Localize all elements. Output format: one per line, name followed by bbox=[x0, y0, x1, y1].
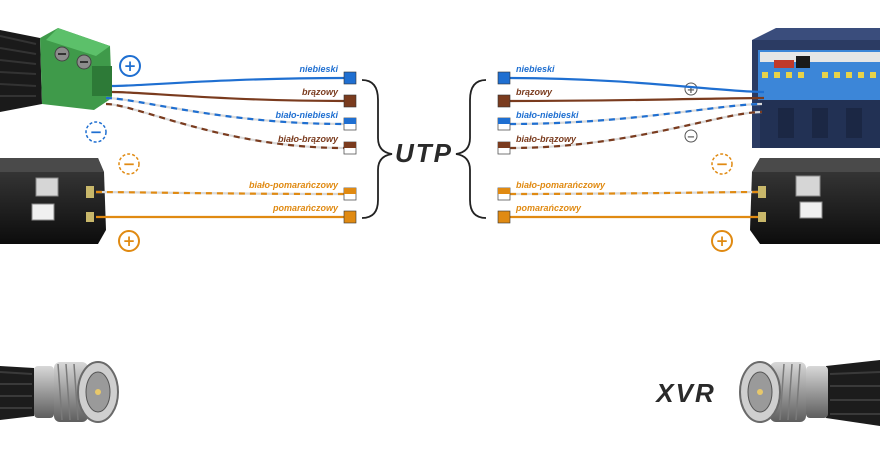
left-brace bbox=[361, 79, 393, 219]
right-wire-3: biało-brązowy bbox=[497, 110, 763, 155]
minus-symbol-right-balun: − bbox=[711, 153, 733, 175]
svg-text:+: + bbox=[687, 85, 695, 96]
left-wire-label-4: biało-pomarańczowy bbox=[249, 180, 339, 190]
left-wire-2: biało-niebieski bbox=[105, 96, 357, 131]
right-wire-terminal-4 bbox=[497, 187, 511, 201]
minus-symbol-left-balun: − bbox=[118, 153, 140, 175]
left-wire-terminal-1 bbox=[343, 94, 357, 108]
right-wires: niebieski brązowy biało-niebieski biało-brą… bbox=[497, 64, 765, 224]
left-wire-terminal-5 bbox=[343, 210, 357, 224]
bnc-connector-left bbox=[0, 361, 119, 423]
right-wire-label-4: biało-pomarańczowy bbox=[516, 180, 606, 190]
right-wire-label-2: biało-niebieski bbox=[516, 110, 579, 120]
left-wire-label-0: niebieski bbox=[299, 64, 338, 74]
left-wire-label-1: brązowy bbox=[302, 87, 339, 97]
left-wire-label-2: biało-niebieski bbox=[275, 110, 338, 120]
left-wire-terminal-2 bbox=[343, 117, 357, 131]
svg-text:−: − bbox=[90, 123, 103, 141]
right-wire-terminal-3 bbox=[497, 141, 511, 155]
xvr-label: XVR bbox=[654, 378, 715, 408]
right-wire-1: brązowy bbox=[497, 87, 765, 108]
svg-text:−: − bbox=[687, 132, 695, 143]
left-wire-terminal-0 bbox=[343, 71, 357, 85]
right-wire-0: niebieski bbox=[497, 64, 765, 94]
right-wire-label-5: pomarańczowy bbox=[515, 203, 582, 213]
svg-text:−: − bbox=[716, 155, 729, 173]
right-wire-terminal-0 bbox=[497, 71, 511, 85]
left-wire-3: biało-brązowy bbox=[105, 102, 357, 155]
right-wire-label-1: brązowy bbox=[516, 87, 553, 97]
left-wire-terminal-4 bbox=[343, 187, 357, 201]
right-wire-label-0: niebieski bbox=[516, 64, 555, 74]
svg-text:+: + bbox=[124, 57, 137, 75]
right-wire-5: pomarańczowy bbox=[497, 203, 758, 224]
left-wire-0: niebieski bbox=[111, 64, 357, 88]
left-wire-4: biało-pomarańczowy bbox=[95, 180, 357, 201]
left-wire-terminal-3 bbox=[343, 141, 357, 155]
left-wire-1: brązowy bbox=[111, 87, 357, 108]
svg-text:+: + bbox=[716, 232, 729, 250]
power-supply-box bbox=[752, 28, 880, 148]
right-wire-terminal-2 bbox=[497, 117, 511, 131]
right-wire-2: biało-niebieski bbox=[497, 102, 763, 131]
svg-text:+: + bbox=[123, 232, 136, 250]
right-wire-terminal-5 bbox=[497, 210, 511, 224]
right-brace bbox=[455, 79, 487, 219]
right-wire-4: biało-pomarańczowy bbox=[497, 180, 759, 201]
left-wire-label-3: biało-brązowy bbox=[278, 134, 339, 144]
utp-label: UTP bbox=[395, 138, 453, 168]
dc-plug-connector bbox=[0, 28, 112, 112]
left-wire-5: pomarańczowy bbox=[96, 203, 357, 224]
bnc-connector-right bbox=[739, 360, 880, 426]
video-balun-left bbox=[0, 158, 106, 244]
minus-symbol-right-top: − bbox=[684, 129, 698, 143]
plus-symbol-right-top: + bbox=[684, 82, 698, 96]
plus-symbol-left-top: + bbox=[119, 55, 141, 77]
left-wire-label-5: pomarańczowy bbox=[272, 203, 339, 213]
plus-symbol-left-balun: + bbox=[118, 230, 140, 252]
video-balun-right bbox=[750, 158, 880, 244]
right-wire-label-3: biało-brązowy bbox=[516, 134, 577, 144]
svg-text:−: − bbox=[123, 155, 136, 173]
right-wire-terminal-1 bbox=[497, 94, 511, 108]
left-wires: niebieski brązowy biało-niebieski biało-brą… bbox=[95, 64, 357, 224]
plus-symbol-right-balun: + bbox=[711, 230, 733, 252]
minus-symbol-left-top: − bbox=[85, 121, 107, 143]
